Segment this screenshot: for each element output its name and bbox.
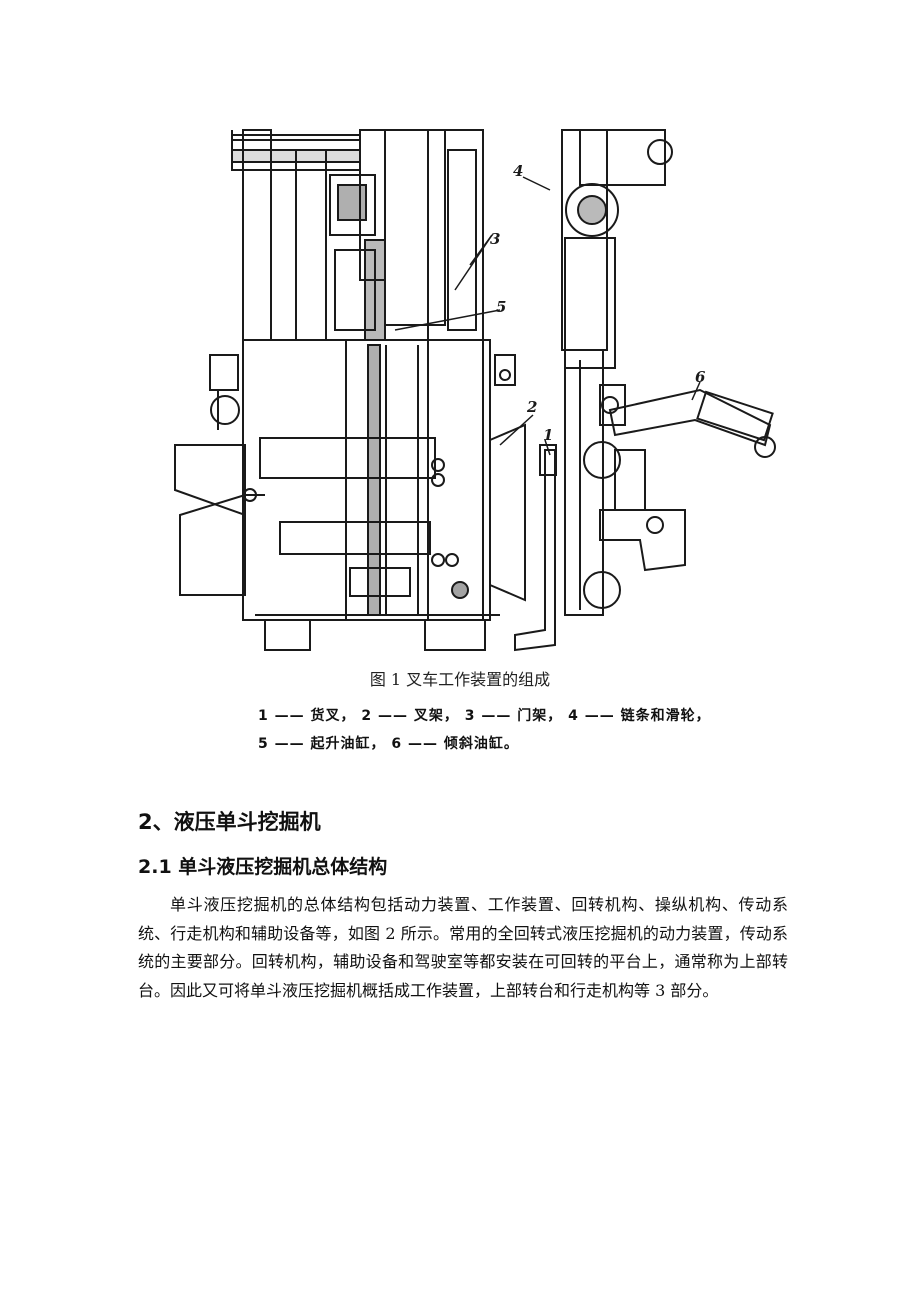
figure-legend-line-2: 5 —— 起升油缸， 6 —— 倾斜油缸。 xyxy=(258,736,519,752)
callout-4: 4 xyxy=(513,162,523,180)
callout-5: 5 xyxy=(496,298,506,316)
callout-lines xyxy=(394,176,701,456)
mast-side-view xyxy=(514,129,776,652)
callout-3: 3 xyxy=(490,230,500,248)
figure-caption: 图 1 叉车工作装置的组成 xyxy=(369,670,551,689)
forklift-diagram: 1 2 3 4 5 6 xyxy=(170,120,790,665)
forklift-drawing: 1 2 3 4 5 6 xyxy=(174,129,776,652)
callout-2: 2 xyxy=(526,398,537,416)
callout-6: 6 xyxy=(695,368,706,386)
figure-legend-line-1: 1 —— 货叉， 2 —— 叉架， 3 —— 门架， 4 —— 链条和滑轮， xyxy=(258,708,711,724)
section-heading: 2、液压单斗挖掘机 xyxy=(138,810,321,834)
mast-front-view xyxy=(174,129,526,651)
subsection-heading: 2.1 单斗液压挖掘机总体结构 xyxy=(138,856,388,878)
callout-1: 1 xyxy=(543,426,553,444)
body-paragraph: 单斗液压挖掘机的总体结构包括动力装置、工作装置、回转机构、操纵机构、传动系统、行… xyxy=(138,895,788,1000)
